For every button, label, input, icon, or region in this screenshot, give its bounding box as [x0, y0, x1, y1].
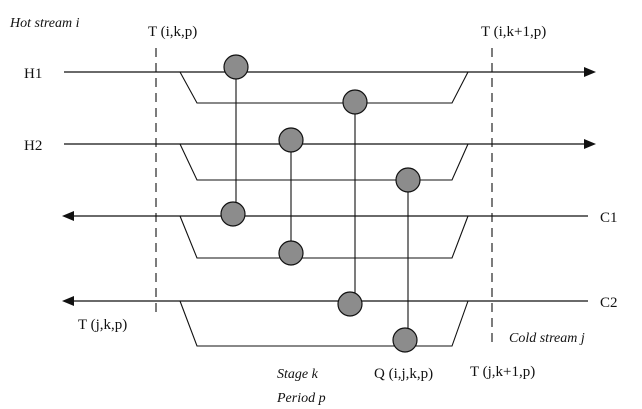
stream-label-h1: H1 [24, 66, 42, 82]
arrow-c2 [62, 296, 74, 306]
stage-label: Stage k [277, 367, 319, 382]
stream-label-c2: C2 [600, 295, 618, 311]
arrow-c1 [62, 211, 74, 221]
exchanger-h2-c1-hot-side [278, 127, 304, 153]
stream-label-h2: H2 [24, 138, 42, 154]
exchanger-h1-c2-cold-side [337, 291, 363, 317]
exchanger-h2-c1-cold-side [278, 240, 304, 266]
stream-label-c1: C1 [600, 210, 618, 226]
label-t-jkp: T (j,k,p) [78, 317, 127, 333]
cold-stream-label: Cold stream j [509, 331, 585, 346]
exchanger-h1-c1-hot-side [223, 54, 249, 80]
exchanger-h1-c1-cold-side [220, 201, 246, 227]
exchanger-h1-c2-hot-side [342, 89, 368, 115]
exchanger-h2-c2-hot-side [395, 167, 421, 193]
arrow-h2 [584, 139, 596, 149]
bypass-c2 [179, 300, 469, 347]
label-t-jk1p: T (j,k+1,p) [470, 364, 535, 380]
bypass-c1 [179, 215, 469, 259]
period-label: Period p [276, 391, 326, 406]
exchanger-h2-c2-cold-side [392, 327, 418, 353]
arrow-h1 [584, 67, 596, 77]
label-q: Q (i,j,k,p) [374, 366, 433, 382]
bypass-h1 [179, 71, 469, 104]
hot-stream-label: Hot stream i [9, 16, 80, 31]
label-t-ikp: T (i,k,p) [148, 24, 197, 40]
bypass-h2 [179, 143, 469, 181]
label-t-ik1p: T (i,k+1,p) [481, 24, 546, 40]
